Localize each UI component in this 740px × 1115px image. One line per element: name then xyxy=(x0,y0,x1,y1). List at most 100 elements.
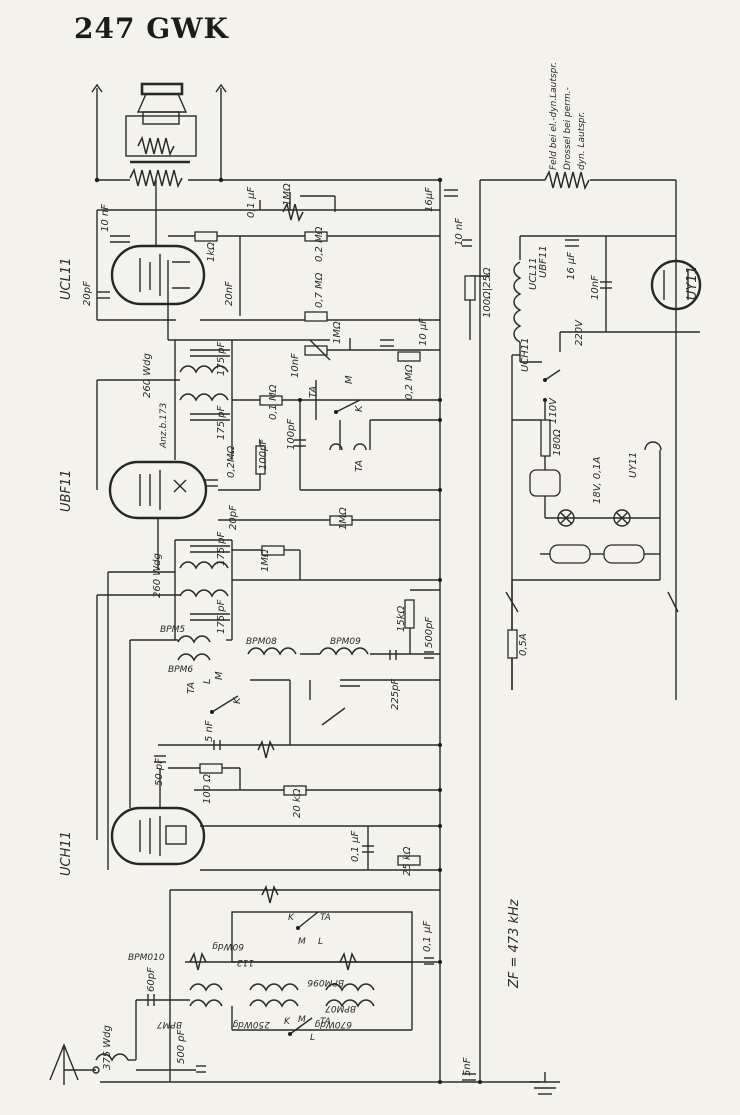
label-c-01uf-c: 0,1 µF xyxy=(422,921,433,952)
label-c-10nf-b: 10 nF xyxy=(454,218,465,246)
label-r-02mohm-b: 0,2MΩ xyxy=(226,445,237,478)
label-r-1mohm-mid: 1MΩ xyxy=(332,321,343,344)
label-r-1mohm-c: 1MΩ xyxy=(260,549,271,572)
label-wdg-260-2: 260 Wdg xyxy=(152,553,163,598)
label-c-500pf: 500pF xyxy=(424,617,435,648)
label-r-1mohm-ubf: 1MΩ xyxy=(338,507,349,530)
label-m-5: M xyxy=(298,1015,306,1025)
label-bpm5: BPM5 xyxy=(160,625,185,635)
label-wdg-260-1: 260 Wdg xyxy=(142,353,153,398)
label-fuse: 0,5A xyxy=(518,633,529,656)
label-c-175pf-3: 175 pF xyxy=(216,531,227,566)
label-r-1kohm: 1kΩ xyxy=(206,242,217,262)
label-v220: 220V xyxy=(574,319,585,346)
label-field-note-3: dyn. Lautspr. xyxy=(577,112,587,170)
label-c-100pf-b: 100pF xyxy=(258,439,269,470)
label-c-175pf-1: 175 pF xyxy=(216,341,227,376)
label-field-note-1: Feld bei el.-dyn.Lautspr. xyxy=(549,62,559,170)
label-field-note-2: Drossel bei perm.- xyxy=(563,87,573,170)
label-c-16uf-right: 16 µF xyxy=(566,252,577,280)
label-r-01mohm: 0,1 MΩ xyxy=(268,384,279,420)
uch11-tube xyxy=(110,806,206,866)
ucl11-tube xyxy=(110,244,206,306)
label-ta-5: TA xyxy=(320,1017,331,1027)
label-lamp: 18V, 0,1A xyxy=(592,456,603,504)
label-c-500pf-b: 500 pF xyxy=(176,1029,187,1064)
label-c-01uf: 0,1 µF xyxy=(246,187,257,218)
label-l-4: L xyxy=(318,937,323,947)
label-v110: 110V xyxy=(548,397,559,424)
power-supply xyxy=(462,235,702,690)
label-r-100: 100 Ω xyxy=(202,774,213,804)
label-ubf11-r: UBF11 xyxy=(538,245,549,278)
antenna-icon xyxy=(49,1043,100,1085)
label-uch11-r: UCH11 xyxy=(520,337,531,372)
label-c-225pf: 225pF xyxy=(390,679,401,710)
label-anz: Anz.b.173 xyxy=(159,403,169,449)
ground-icon xyxy=(530,1072,560,1095)
label-r-20k: 20 kΩ xyxy=(292,788,303,818)
label-l-3: L xyxy=(202,678,213,684)
label-k-1: K xyxy=(354,404,365,412)
label-c-10uf-mid: 10 µF xyxy=(418,318,429,346)
label-k-4: K xyxy=(288,913,295,923)
label-tube-ucl11: UCL11 xyxy=(59,258,74,300)
label-bpm010: BPM010 xyxy=(128,953,165,963)
label-r-180: 180Ω xyxy=(552,429,563,456)
label-ta-2: TA xyxy=(354,460,365,472)
label-m-1: M xyxy=(344,375,355,384)
mixer-section xyxy=(129,589,442,872)
label-wdg-670: 670Wdg xyxy=(314,1019,352,1029)
rf-input-section xyxy=(49,884,560,1095)
label-bpm08: BPM08 xyxy=(246,637,277,647)
label-c-01uf-b: 0,1 µF xyxy=(350,831,361,862)
label-wdg-112: 112 xyxy=(237,957,254,967)
label-wdg-60: 60Wdg xyxy=(212,941,244,951)
label-zf: ZF = 473 kHz xyxy=(507,898,522,989)
label-c-175pf-4: 175 pF xyxy=(216,599,227,634)
ubf11-section xyxy=(96,338,442,492)
label-r-100-25: 100Ω|25Ω xyxy=(482,267,493,318)
label-bpm096: BPM096 xyxy=(307,977,344,987)
label-r-25k: 25 kΩ xyxy=(402,846,413,876)
label-r-07mohm: 0,7 MΩ xyxy=(314,272,325,308)
page-title: 247 GWK xyxy=(74,12,229,45)
label-r-02mohm-a: 0,2 MΩ xyxy=(314,226,325,262)
label-k-3: K xyxy=(232,696,243,704)
component-labels: 10 nF 20pF 0,1 µF 1MΩ 16µF 1kΩ 0,2 MΩ 20… xyxy=(59,62,700,1076)
label-r-15k: 15kΩ xyxy=(396,605,407,632)
label-tube-uy11: UY11 xyxy=(685,266,700,300)
ubf11-tube xyxy=(108,460,208,520)
label-c-100pf: 100pF xyxy=(286,419,297,450)
label-c-20nf: 20nF xyxy=(224,281,235,306)
label-ucl11-r: UCL11 xyxy=(528,257,539,290)
label-c-175pf-2: 175 pF xyxy=(216,405,227,440)
label-c-60pf: 60pF xyxy=(146,967,157,992)
label-c-5nf: 5 nF xyxy=(204,720,215,742)
label-bpm07: BPM07 xyxy=(325,1003,356,1013)
label-c-20pf-ucl: 20pF xyxy=(82,281,93,306)
label-bpm7: BPM7 xyxy=(157,1019,182,1029)
label-k-5: K xyxy=(284,1017,291,1027)
speaker-icon xyxy=(125,82,197,157)
speaker-section xyxy=(91,82,443,189)
label-m-3: M xyxy=(214,671,225,680)
label-c-20pf-ubf: 20pF xyxy=(228,505,239,530)
label-wdg-375: 375 Wdg xyxy=(102,1025,113,1070)
label-c-16uf-top: 16µF xyxy=(424,187,435,212)
label-c-5nf-b: 5nF xyxy=(462,1057,473,1076)
label-bpm09: BPM09 xyxy=(330,637,361,647)
label-ta-3: TA xyxy=(186,682,197,694)
label-tube-ubf11: UBF11 xyxy=(59,470,74,512)
label-r-02mohm-c: 0,2 MΩ xyxy=(404,364,415,400)
label-c-10nf-right: 10nF xyxy=(590,275,601,300)
label-c-10nf-top: 10 nF xyxy=(100,204,111,232)
label-tube-uch11: UCH11 xyxy=(59,831,74,876)
label-uy11-small: UY11 xyxy=(628,452,639,478)
label-m-4: M xyxy=(298,937,306,947)
label-ta-4: TA xyxy=(320,913,331,923)
label-ta-1: TA xyxy=(308,386,319,398)
if-transformer-2 xyxy=(96,515,442,870)
